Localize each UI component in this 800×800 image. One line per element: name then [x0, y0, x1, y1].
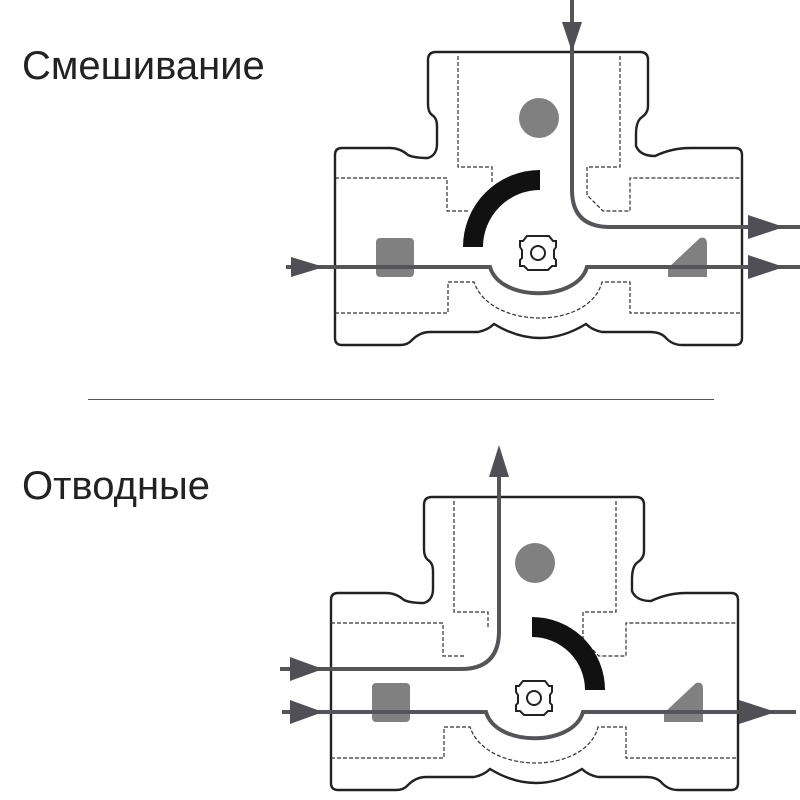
mixing-title: Смешивание — [22, 44, 265, 88]
arrow-down-icon — [562, 22, 582, 52]
section-divider — [88, 399, 714, 400]
lower-flow-line — [282, 710, 796, 741]
valve-blade — [531, 617, 605, 691]
arrow-right-icon — [290, 657, 323, 681]
arrow-right-icon — [748, 215, 784, 239]
arrow-right-icon — [739, 700, 776, 724]
mixing-valve — [286, 0, 800, 347]
diverting-valve — [280, 445, 796, 792]
valve-body — [333, 50, 744, 347]
valve-body — [329, 495, 740, 792]
diverting-title: Отводные — [22, 464, 211, 508]
valve-blade — [463, 170, 541, 248]
arrow-right-icon — [748, 255, 784, 279]
upper-flow-line — [570, 0, 800, 229]
arrow-up-icon — [489, 445, 509, 477]
lower-flow-line — [286, 265, 800, 296]
upper-flow-line — [280, 465, 501, 671]
arrow-right-icon — [291, 257, 324, 277]
arrow-right-icon — [290, 700, 323, 724]
